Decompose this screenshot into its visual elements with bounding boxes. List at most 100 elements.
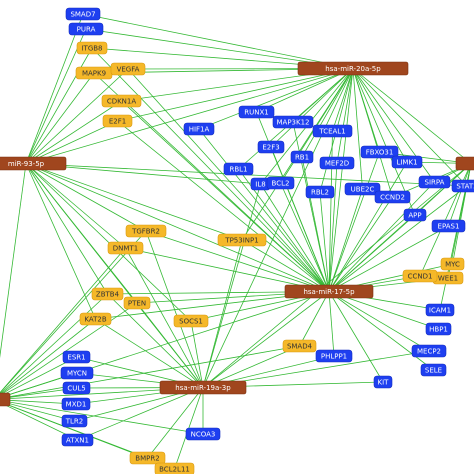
gene-node-rb1[interactable]: RB1 [290,150,314,164]
gene-node-pura[interactable]: PURA [68,22,104,36]
gene-node-mapk9[interactable]: MAPK9 [75,66,113,80]
gene-node-phlpp1[interactable]: PHLPP1 [315,349,353,363]
gene-node-dnmt1[interactable]: DNMT1 [107,241,144,255]
gene-node-mxd1[interactable]: MXD1 [61,397,91,411]
gene-node-pten[interactable]: PTEN [123,296,151,310]
node-box [110,62,146,76]
gene-node-ncoa3[interactable]: NCOA3 [185,427,221,441]
edge-mL-m93 [0,163,27,359]
edge-m20a-MEF2D [336,68,354,164]
gene-node-mef2d[interactable]: MEF2D [319,156,355,170]
gene-node-sirpa[interactable]: SIRPA [418,175,451,189]
gene-node-runx1[interactable]: RUNX1 [238,105,275,119]
node-layer: hsa-miR-20a-5p miR-93-5p hsa-miR-17-5p hsa-… [0,7,474,474]
mirna-node-m93[interactable]: miR-93-5p [0,156,67,171]
gene-node-epas1[interactable]: EPAS1 [431,219,466,233]
gene-node-tlr2[interactable]: TLR2 [61,414,88,428]
gene-node-tp53inp1[interactable]: TP53INP1 [217,233,267,247]
node-box [411,344,447,358]
gene-node-tgfbr2[interactable]: TGFBR2 [125,224,167,238]
node-label: DNMT1 [113,245,138,253]
node-label: TP53INP1 [224,237,258,245]
edge-m20a-RUNX1 [256,68,354,113]
gene-node-rbl2[interactable]: RBL2 [305,185,335,199]
edge-mL-TGFBR2 [0,230,147,394]
gene-node-mycn[interactable]: MYCN [60,366,94,380]
gene-node-app[interactable]: APP [403,208,427,222]
gene-node-zbtb4[interactable]: ZBTB4 [91,287,124,301]
gene-node-vegfa[interactable]: VEGFA [110,62,146,76]
node-box [319,156,355,170]
gene-node-cdkn1a[interactable]: CDKN1A [101,94,142,108]
node-box [431,219,466,233]
gene-node-e2f1[interactable]: E2F1 [102,114,133,128]
edge-m17-TP53INP1 [241,239,330,292]
node-box [344,182,381,196]
gene-node-tceal1[interactable]: TCEAL1 [312,124,353,138]
node-box [257,140,285,154]
mirna-node-m20a[interactable]: hsa-miR-20a-5p [297,61,409,76]
gene-node-smad7[interactable]: SMAD7 [65,7,101,21]
edge-m17-KIT [328,291,384,383]
gene-node-mecp2[interactable]: MECP2 [411,344,447,358]
gene-node-socs1[interactable]: SOCS1 [173,314,209,328]
gene-node-esr1[interactable]: ESR1 [62,350,91,364]
edge-mL-ZBTB4 [0,293,108,395]
gene-node-wee1[interactable]: WEE1 [432,271,464,285]
gene-node-cul5[interactable]: CUL5 [62,381,91,395]
gene-node-sele[interactable]: SELE [420,363,447,377]
gene-node-ccnd2[interactable]: CCND2 [374,190,411,204]
mirna-node-m19a[interactable]: hsa-miR-19a-3p [159,380,247,395]
gene-node-bcl2l11[interactable]: BCL2L11 [154,462,195,474]
edge-mL-ESR1 [0,356,77,397]
gene-node-rbl1[interactable]: RBL1 [223,162,254,176]
node-box [305,185,335,199]
node-box [297,61,409,76]
node-label: ZBTB4 [96,291,120,299]
edge-m93-TP53INP1 [25,163,243,241]
gene-node-itgb8[interactable]: ITGB8 [76,41,108,55]
edge-m93-ITGB8 [25,47,93,164]
mirna-node-m17[interactable]: hsa-miR-17-5p [284,284,374,299]
gene-node-stat3[interactable]: STAT3 [451,179,474,193]
gene-node-map3k12[interactable]: MAP3K12 [272,115,314,129]
gene-node-hif1a[interactable]: HIF1A [183,122,215,136]
edge-m17-LIMK1 [328,161,408,292]
gene-node-ube2c[interactable]: UBE2C [344,182,381,196]
edge-m20a-E2F1 [117,68,354,122]
edge-m17-E2F1 [117,120,330,292]
edge-m19a-IL8 [202,183,261,388]
node-box [91,287,124,301]
gene-node-ccnd1[interactable]: CCND1 [402,269,438,283]
edge-m17-IL8 [260,183,330,292]
node-label: SIRPA [425,179,445,187]
node-box [290,150,314,164]
gene-node-bcl2[interactable]: BCL2 [266,176,295,190]
gene-node-atxn1[interactable]: ATXN1 [61,433,94,447]
gene-node-myc[interactable]: MYC [440,257,465,271]
node-box [0,392,11,407]
gene-node-limk1[interactable]: LIMK1 [391,155,423,169]
gene-node-icam1[interactable]: ICAM1 [425,303,455,317]
node-label: IL8 [255,181,265,189]
gene-node-hbp1[interactable]: HBP1 [425,322,452,336]
mirna-node-mr[interactable] [455,156,474,171]
gene-node-e2f3[interactable]: E2F3 [257,140,285,154]
node-label: MAP3K12 [276,119,309,127]
node-label: SMAD7 [70,11,95,19]
node-label: CDKN1A [107,98,137,106]
node-label: TGFBR2 [131,228,160,236]
edge-m93-E2F1 [25,120,118,164]
node-box [154,462,195,474]
mirna-node-ml[interactable]: p [0,392,11,407]
edge-m93-SMAD7 [25,13,84,164]
node-box [183,122,215,136]
gene-node-fbxo31[interactable]: FBXO31 [360,145,399,159]
node-label: WEE1 [438,275,458,283]
gene-node-kat2b[interactable]: KAT2B [79,312,112,326]
gene-node-kit[interactable]: KIT [373,375,393,389]
edge-m19a-SMAD4 [202,345,300,388]
gene-node-bmpr2[interactable]: BMPR2 [129,451,166,465]
gene-node-smad4[interactable]: SMAD4 [282,339,317,353]
node-label: NCOA3 [191,431,216,439]
